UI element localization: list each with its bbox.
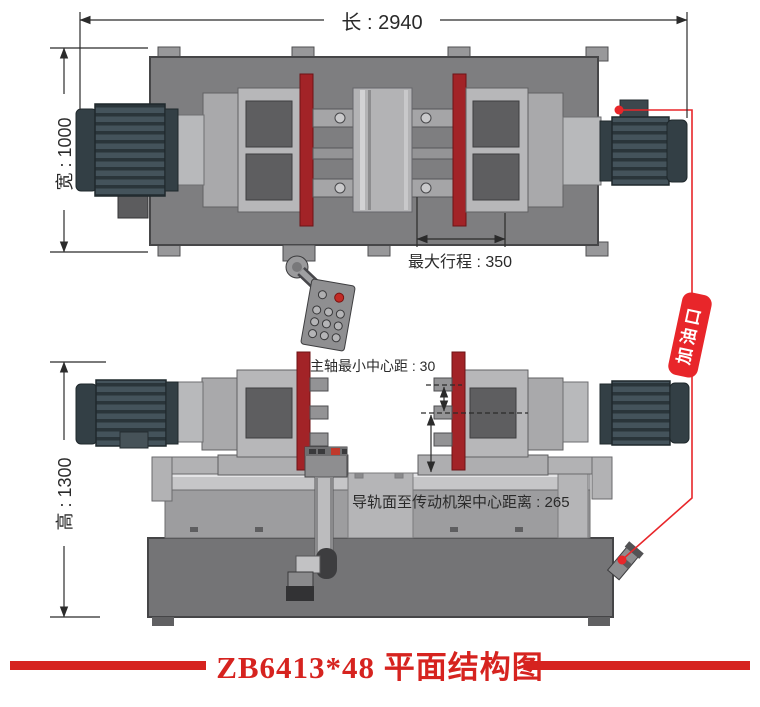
- rail-bearings: [334, 112, 432, 194]
- top-left-motor: [75, 103, 205, 219]
- dim-width-label: 宽 : 1000: [55, 117, 75, 191]
- left-spindles: [309, 377, 329, 447]
- top-right-motor: [562, 99, 688, 186]
- dim-rail-frame-label: 导轨面至传动机架中心距离 : 265: [352, 494, 570, 511]
- riser-blocks: [347, 472, 589, 539]
- dim-spindle-center-label: 主轴最小中心距 : 30: [310, 358, 436, 374]
- pendant-keypad: [300, 278, 356, 352]
- dim-length-label: 长 : 2940: [341, 12, 423, 34]
- title-rule-right: [524, 661, 750, 670]
- left-headstock: [201, 369, 301, 458]
- right-saddle: [417, 454, 549, 476]
- base-feet: [152, 617, 610, 626]
- title-rule-left: [10, 661, 206, 670]
- right-bracket: [527, 456, 613, 500]
- right-spindles: [433, 377, 453, 447]
- machine-base: [147, 537, 614, 618]
- front-left-motor: [75, 379, 204, 449]
- dim-max-stroke-label: 最大行程 : 350: [408, 254, 513, 271]
- front-right-motor: [562, 380, 690, 446]
- left-spindle-plate: [299, 73, 314, 227]
- right-spindle-plate-front: [451, 351, 466, 471]
- dim-height-label: 高 : 1300: [55, 457, 75, 531]
- pendant-control: [282, 244, 356, 352]
- dimension-lines: [50, 12, 688, 618]
- top-view: [75, 46, 688, 352]
- center-fixture: [352, 87, 413, 213]
- page-title: ZB6413*48 平面结构图: [216, 650, 544, 685]
- right-spindle-plate: [452, 73, 467, 227]
- control-station: [286, 446, 348, 601]
- guide-rails: [312, 108, 455, 198]
- right-gearbox: [465, 87, 564, 213]
- left-gearbox: [202, 87, 301, 213]
- front-view: [75, 351, 690, 626]
- left-outrigger: [151, 456, 239, 502]
